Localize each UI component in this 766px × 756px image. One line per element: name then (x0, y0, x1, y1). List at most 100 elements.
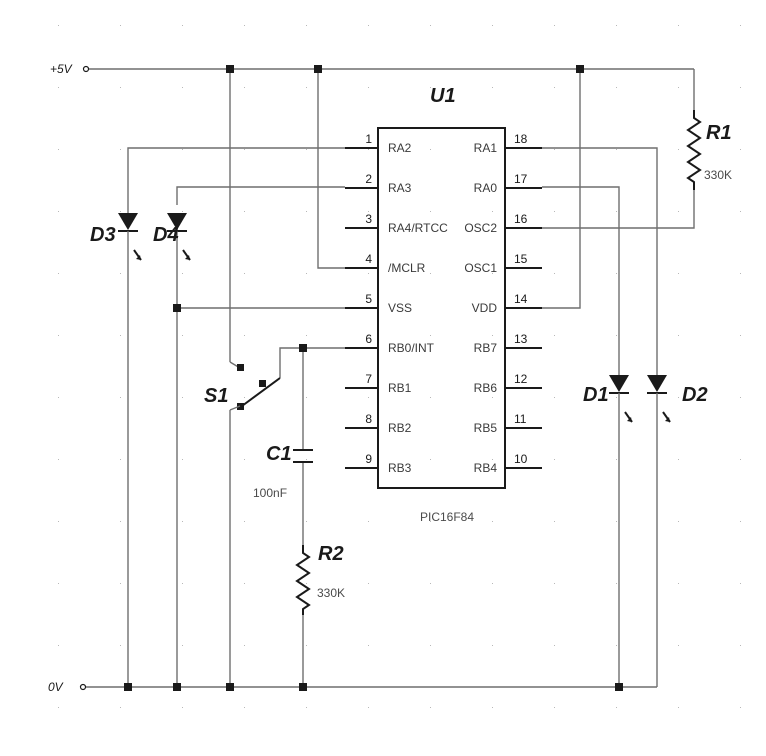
grid-dot (554, 25, 555, 26)
grid-dot (244, 397, 245, 398)
ic-pin-number: 13 (514, 332, 528, 346)
grid-dot (120, 645, 121, 646)
grid-dot (616, 149, 617, 150)
grid-dot (244, 335, 245, 336)
grid-dot (616, 645, 617, 646)
grid-dot (740, 211, 741, 212)
ic-pin-label: RA2 (388, 141, 412, 155)
gnd-label: 0V (48, 680, 64, 694)
vcc-label: +5V (50, 62, 73, 76)
ic-pin-number: 8 (365, 412, 372, 426)
ic-pin-number: 3 (365, 212, 372, 226)
d2-ref: D2 (682, 384, 708, 406)
grid-dot (554, 211, 555, 212)
grid-dot (58, 707, 59, 708)
grid-dot (554, 87, 555, 88)
grid-dot (616, 211, 617, 212)
c1-ref: C1 (266, 443, 292, 465)
ic-left-pins: 1RA22RA33RA4/RTCC4/MCLR5VSS6RB0/INT7RB18… (345, 132, 448, 475)
grid-dot (306, 25, 307, 26)
grid-dot (740, 707, 741, 708)
ic-pin-number: 7 (365, 372, 372, 386)
grid-dot (182, 521, 183, 522)
grid-dot (430, 211, 431, 212)
grid-dot (616, 459, 617, 460)
led-d1: D1 (583, 368, 633, 423)
grid-dot (120, 273, 121, 274)
grid-dot (368, 273, 369, 274)
grid-dot (244, 87, 245, 88)
grid-dot (182, 645, 183, 646)
grid-dot (678, 211, 679, 212)
ic-pin-label: RA4/RTCC (388, 221, 448, 235)
d4-ref: D4 (153, 224, 179, 246)
grid-dot (182, 583, 183, 584)
grid-dot (306, 149, 307, 150)
ic-pin-number: 11 (514, 412, 527, 426)
grid-dot (306, 521, 307, 522)
grid-dot (58, 149, 59, 150)
grid-dot (678, 335, 679, 336)
grid-dot (740, 583, 741, 584)
grid-dot (740, 521, 741, 522)
grid-dot (306, 211, 307, 212)
grid-dot (430, 273, 431, 274)
grid-dot (430, 149, 431, 150)
grid-dot (182, 25, 183, 26)
grid-dot (678, 273, 679, 274)
grid-dot (740, 645, 741, 646)
grid-dot (368, 707, 369, 708)
grid-dot (120, 583, 121, 584)
grid-dot (740, 87, 741, 88)
grid-dot (306, 273, 307, 274)
grid-dot (244, 459, 245, 460)
ic-pin-number: 18 (514, 132, 528, 146)
ic-pin-4: 4/MCLR (345, 252, 426, 275)
leds: D3 D4 D1 D2 (90, 205, 708, 423)
grid-dot (492, 149, 493, 150)
ic-pin-label: /MCLR (388, 261, 426, 275)
grid-dot (492, 335, 493, 336)
grid-dot (678, 707, 679, 708)
grid-dot (740, 25, 741, 26)
grid-dot (492, 211, 493, 212)
grid-dot (492, 707, 493, 708)
ic-pin-label: RA0 (474, 181, 498, 195)
grid-dot (616, 273, 617, 274)
ic-pin-label: VSS (388, 301, 412, 315)
grid-dot (368, 397, 369, 398)
r1-symbol (686, 110, 702, 190)
ic-pin-number: 15 (514, 252, 528, 266)
junctions (124, 65, 623, 691)
grid-dot (430, 87, 431, 88)
grid-dot (492, 273, 493, 274)
r2-symbol (295, 545, 311, 615)
grid-dot (306, 459, 307, 460)
grid-dot (616, 25, 617, 26)
grid-dot (244, 273, 245, 274)
grid-dot (430, 25, 431, 26)
grid-dot (58, 87, 59, 88)
grid-dot (740, 149, 741, 150)
wires (127, 69, 695, 687)
ic-pin-label: RB4 (474, 461, 498, 475)
grid-dot (492, 87, 493, 88)
d3-ref: D3 (90, 224, 116, 246)
grid-dot (306, 707, 307, 708)
grid-dot (368, 335, 369, 336)
s1-ref: S1 (204, 385, 228, 407)
ic-pin-label: RB1 (388, 381, 412, 395)
grid-dot (58, 459, 59, 460)
grid-dot (678, 521, 679, 522)
grid-dot (616, 87, 617, 88)
grid-dot (492, 459, 493, 460)
r2-ref: R2 (318, 543, 344, 565)
led-d4: D4 (153, 213, 191, 275)
